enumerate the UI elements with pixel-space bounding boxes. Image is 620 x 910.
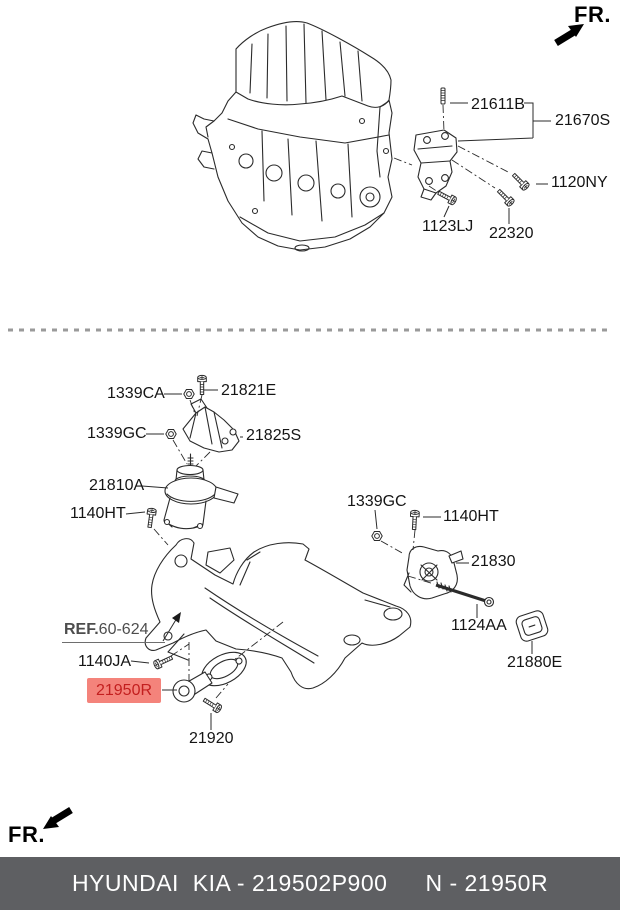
bolt-21920-icon	[201, 695, 224, 714]
part-label-21821e[interactable]: 21821E	[221, 382, 277, 399]
ref-prefix: REF.	[64, 621, 99, 638]
part-label-22320[interactable]: 22320	[489, 225, 534, 242]
bolt-1123LJ-icon	[436, 188, 458, 207]
ref-note-60-624[interactable]: REF.60-624	[62, 622, 165, 643]
part-label-21950r-highlighted[interactable]: 21950R	[87, 678, 161, 703]
part-label-1140ja[interactable]: 1140JA	[78, 653, 132, 670]
stud-21611B-icon	[440, 87, 446, 105]
part-label-21611b[interactable]: 21611B	[471, 96, 525, 113]
part-label-1123lj[interactable]: 1123LJ	[422, 218, 474, 235]
nut-1339GC-left-icon	[165, 429, 177, 439]
damper-21880E-sketch	[515, 610, 549, 642]
fr-indicator-top: FR.	[574, 2, 611, 27]
bracket-21825S-sketch	[182, 398, 240, 453]
bolt-1120NY-icon	[510, 171, 531, 192]
part-label-21670s[interactable]: 21670S	[555, 112, 611, 129]
part-label-21830[interactable]: 21830	[471, 553, 516, 570]
part-label-1120ny[interactable]: 1120NY	[551, 174, 608, 191]
bolt-1140HT-left-icon	[144, 507, 157, 529]
part-label-1339gc-right[interactable]: 1339GC	[347, 493, 407, 510]
bolt-1140JA-icon	[152, 653, 175, 671]
part-label-21810a[interactable]: 21810A	[89, 477, 145, 494]
part-label-1140ht-right[interactable]: 1140HT	[443, 508, 499, 525]
engine-sketch	[192, 21, 393, 252]
nut-1339CA-icon	[183, 389, 195, 399]
footer-bar: HYUNDAI KIA - 219502P900 N - 21950R	[0, 857, 620, 910]
bolt-1140HT-right-icon	[409, 509, 420, 531]
part-label-21920[interactable]: 21920	[189, 730, 234, 747]
part-label-1339ca[interactable]: 1339CA	[107, 385, 165, 402]
fr-indicator-bottom: FR.	[8, 822, 45, 847]
roll-rod-21950R-sketch	[172, 651, 247, 703]
part-label-21825s[interactable]: 21825S	[246, 427, 302, 444]
part-label-1339gc-left[interactable]: 1339GC	[87, 425, 147, 442]
bolt-1124AA-icon	[435, 581, 495, 608]
part-label-1124aa[interactable]: 1124AA	[451, 617, 507, 634]
bolt-22320-icon	[495, 187, 516, 208]
bolt-21821E-icon	[197, 374, 207, 395]
nut-1339GC-right-icon	[371, 531, 383, 541]
ref-arrowhead-icon	[172, 612, 181, 623]
fr-arrow-bottom-icon	[43, 810, 71, 829]
mount-21810A-sketch	[163, 453, 239, 530]
footer-catalog-text: HYUNDAI KIA - 219502P900	[71, 870, 388, 896]
bracket-21670S-sketch	[413, 129, 458, 201]
subframe-sketch	[144, 538, 412, 690]
footer-part-ref: N - 21950R	[425, 870, 549, 896]
part-label-21880e[interactable]: 21880E	[507, 654, 563, 671]
ref-number: 60-624	[98, 621, 149, 638]
part-label-1140ht-left[interactable]: 1140HT	[70, 505, 126, 522]
